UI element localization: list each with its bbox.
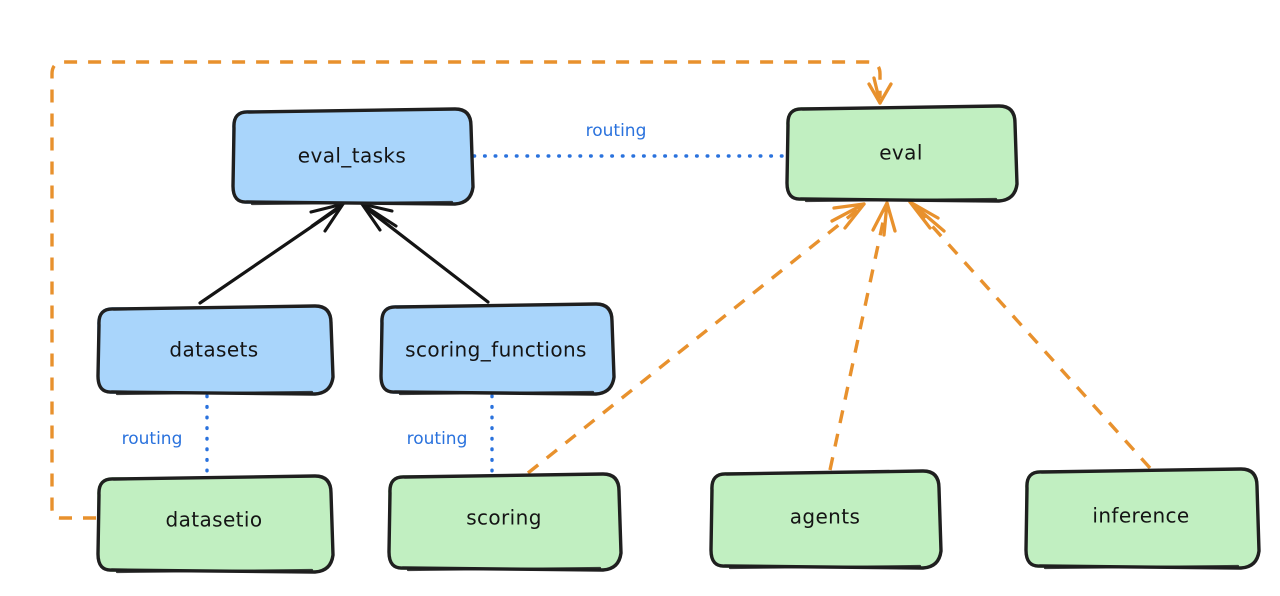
arrowhead-agents-eval-b [882, 201, 889, 237]
edge-label-routing-mid: routing [392, 426, 482, 452]
node-scoring-border [387, 472, 623, 572]
node-agents-border [709, 469, 943, 570]
node-datasetio-border [96, 474, 335, 574]
node-scoring-functions-border-sketch [398, 390, 595, 396]
edge-path-scoring-functions-eval-tasks [364, 206, 490, 304]
edge-label-routing-left-text: routing [122, 429, 183, 449]
edge-label-routing-mid-text: routing [407, 429, 468, 449]
node-datasets-border [96, 304, 335, 396]
node-datasetio[interactable]: datasetio [96, 474, 335, 574]
node-scoring-functions-border [379, 302, 616, 396]
edge-path-inference-eval [912, 204, 1152, 470]
node-agents-border-sketch [728, 564, 922, 570]
arrowhead-datasets-eval-tasks-b [310, 202, 345, 228]
node-eval-border-sketch [804, 197, 998, 203]
edge-datasetio-to-eval [50, 60, 893, 520]
node-scoring-fill [388, 475, 620, 570]
edge-scoring-to-eval [526, 202, 866, 475]
node-agents-label: agents [790, 505, 861, 529]
edge-label-routing-top: routing [570, 118, 662, 144]
arrowhead-scoring-eval-b [830, 202, 866, 223]
node-datasets-fill [97, 307, 332, 394]
node-eval-border [785, 104, 1019, 203]
node-eval-label: eval [879, 141, 923, 165]
node-eval-tasks-fill [232, 110, 472, 204]
node-inference-label: inference [1092, 504, 1189, 528]
node-datasets[interactable]: datasets [96, 304, 335, 396]
node-inference-fill [1025, 470, 1258, 568]
node-scoring-functions-label: scoring_functions [405, 338, 587, 362]
edge-label-routing-top-text: routing [586, 121, 647, 141]
node-datasetio-border-sketch [115, 568, 314, 574]
node-eval-tasks-border [231, 107, 475, 206]
edge-datasets-to-eval-tasks [198, 202, 345, 305]
edge-label-routing-left-bg [107, 426, 197, 452]
node-inference[interactable]: inference [1024, 467, 1261, 570]
node-datasets-border-sketch [115, 390, 314, 396]
node-datasetio-fill [97, 477, 332, 572]
node-eval-tasks-border-sketch [250, 200, 454, 206]
node-inference-border-sketch [1043, 564, 1240, 570]
node-eval-tasks[interactable]: eval_tasks [231, 107, 475, 206]
node-eval-fill [786, 107, 1016, 201]
edge-label-routing-left: routing [107, 426, 197, 452]
arrowhead-inference-eval-b [908, 200, 946, 233]
edge-inference-to-eval [908, 200, 1152, 470]
node-eval[interactable]: eval [785, 104, 1019, 203]
node-datasets-label: datasets [169, 338, 258, 362]
node-agents[interactable]: agents [709, 469, 943, 570]
node-inference-border [1024, 467, 1261, 570]
node-scoring[interactable]: scoring [387, 472, 623, 572]
edge-scoring-functions-to-eval-tasks [360, 202, 490, 304]
edge-agents-to-eval [828, 201, 897, 471]
node-scoring-functions[interactable]: scoring_functions [379, 302, 616, 396]
edge-path-agents-eval [828, 207, 888, 471]
node-scoring-functions-fill [380, 305, 613, 394]
arrowhead-datasetio-eval-b [872, 76, 882, 105]
node-scoring-border-sketch [406, 566, 602, 572]
edge-label-routing-mid-bg [392, 426, 482, 452]
arrowhead-scoring-functions-eval-tasks-b [360, 202, 398, 228]
node-datasetio-label: datasetio [165, 508, 262, 532]
edge-label-routing-top-bg [570, 118, 662, 144]
node-eval-tasks-label: eval_tasks [298, 144, 406, 168]
node-scoring-label: scoring [466, 506, 542, 530]
node-agents-fill [710, 472, 940, 568]
